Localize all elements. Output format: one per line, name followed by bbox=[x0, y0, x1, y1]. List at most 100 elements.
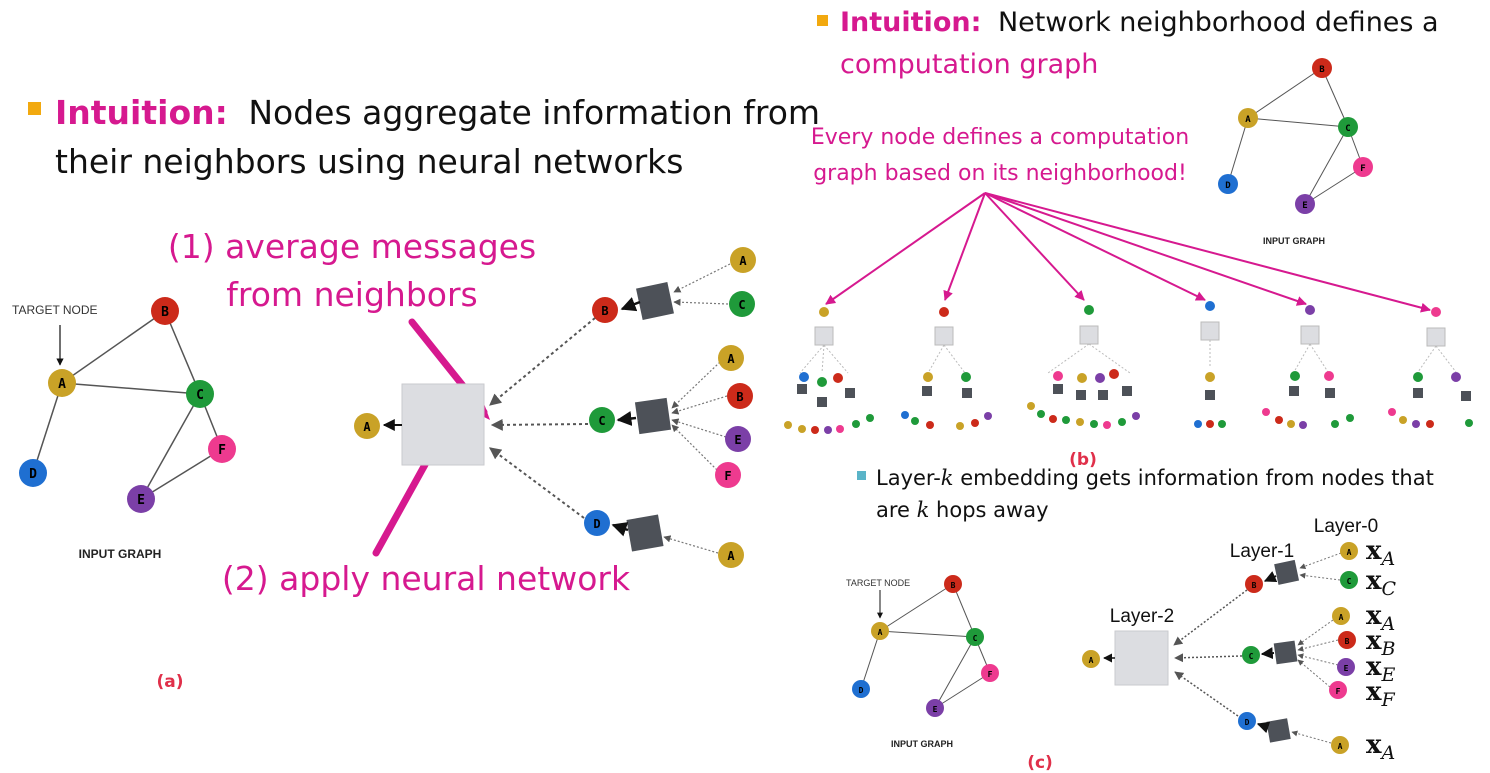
svg-text:B: B bbox=[1345, 637, 1350, 646]
node-e: E bbox=[127, 485, 155, 513]
bullet-c-post: embedding gets information from nodes th… bbox=[954, 466, 1434, 490]
bullet-text-line1: Nodes aggregate information from bbox=[248, 93, 820, 132]
svg-text:B: B bbox=[1252, 581, 1257, 590]
layer0-node-e: E bbox=[725, 426, 751, 452]
node-f: F bbox=[208, 435, 236, 463]
svg-text:A: A bbox=[727, 549, 735, 563]
svg-text:E: E bbox=[734, 433, 741, 447]
panel-a: Intuition: Nodes aggregate information f… bbox=[12, 93, 820, 692]
input-graph-b-label: INPUT GRAPH bbox=[1263, 236, 1325, 246]
svg-text:D: D bbox=[29, 467, 37, 482]
svg-text:Intuition: Network neigh: Intuition: Network neighborhood defines … bbox=[840, 7, 1439, 38]
node-c: C bbox=[186, 380, 214, 408]
target-node-label-c: TARGET NODE bbox=[846, 578, 910, 588]
aggregation-box-c bbox=[1114, 630, 1169, 686]
svg-text:D: D bbox=[859, 686, 864, 695]
bullet-keyword-b: Intuition: bbox=[840, 7, 981, 38]
svg-text:B: B bbox=[951, 581, 956, 590]
callout-b-line1: Every node defines a computation bbox=[811, 125, 1189, 150]
layer0-node-f: F bbox=[715, 462, 741, 488]
layer2-label: Layer-2 bbox=[1110, 606, 1174, 627]
svg-text:F: F bbox=[1336, 687, 1341, 696]
feature-labels: xA xC xA xB xE xF xA bbox=[1366, 536, 1397, 764]
svg-text:A: A bbox=[1339, 613, 1344, 622]
layer1-node-d: D bbox=[584, 510, 610, 536]
layer0-label: Layer-0 bbox=[1314, 516, 1378, 537]
mini-tree-f bbox=[1388, 307, 1473, 428]
mini-tree-b bbox=[901, 307, 992, 430]
callout-apply-nn: (2) apply neural network bbox=[222, 559, 631, 598]
panel-b-label: (b) bbox=[1069, 450, 1097, 470]
layer1-node-c: C bbox=[589, 407, 615, 433]
mini-tree-e bbox=[1262, 305, 1354, 429]
svg-text:C: C bbox=[1249, 652, 1254, 661]
nn-box-c-c bbox=[1273, 640, 1298, 665]
panel-c-label: (c) bbox=[1027, 753, 1053, 773]
bullet-c-line2-pre: are bbox=[876, 498, 917, 522]
svg-text:are k hops away: are k hops away bbox=[876, 498, 1049, 522]
mini-tree-c bbox=[1027, 305, 1140, 429]
svg-text:B: B bbox=[1319, 65, 1325, 75]
nn-box-d bbox=[626, 514, 664, 552]
mini-tree-a bbox=[784, 307, 874, 434]
x-label-3: xA bbox=[1366, 601, 1395, 635]
bullet-keyword: Intuition: bbox=[55, 93, 228, 132]
layer1-node-b: B bbox=[592, 297, 618, 323]
svg-text:A: A bbox=[878, 628, 883, 637]
svg-text:B: B bbox=[736, 390, 743, 404]
svg-text:D: D bbox=[593, 517, 600, 531]
callout-arrow-2 bbox=[372, 448, 436, 557]
svg-text:A: A bbox=[727, 352, 735, 366]
nn-box-c-d bbox=[1266, 718, 1291, 743]
bullet-square-icon bbox=[28, 102, 41, 115]
layer0-node-c: C bbox=[729, 291, 755, 317]
input-graph-c: TARGET NODE A B C D E F INPUT GRAPH bbox=[846, 575, 999, 749]
fan-arrows bbox=[825, 192, 1431, 313]
bullet-square-icon-b bbox=[817, 15, 828, 26]
bullet-c-line2-k: k bbox=[917, 498, 930, 522]
x-label-4: xB bbox=[1366, 626, 1396, 660]
bullet-text-line2: their neighbors using neural networks bbox=[55, 142, 683, 181]
svg-text:Layer-k embedding gets informa: Layer-k embedding gets information from … bbox=[876, 466, 1434, 490]
computation-graph-a: A B C D A C A B E F A bbox=[354, 247, 756, 568]
svg-text:A: A bbox=[1347, 548, 1352, 557]
svg-text:D: D bbox=[1225, 181, 1231, 191]
svg-text:E: E bbox=[933, 705, 938, 714]
svg-text:Intuition: Nodes aggrega: Intuition: Nodes aggregate information f… bbox=[55, 93, 820, 132]
layer0-node-b: B bbox=[727, 383, 753, 409]
bullet-c-pre: Layer- bbox=[876, 466, 941, 490]
svg-text:C: C bbox=[973, 634, 978, 643]
x-label-6: xF bbox=[1366, 677, 1396, 711]
bullet-text-b-line1: Network neighborhood defines a bbox=[998, 7, 1439, 38]
layer0-node-a2: A bbox=[718, 345, 744, 371]
bullet-square-icon-c bbox=[857, 471, 866, 480]
panel-a-label: (a) bbox=[156, 672, 183, 692]
bullet-c-line2-post: hops away bbox=[929, 498, 1048, 522]
svg-text:E: E bbox=[137, 493, 145, 508]
mini-tree-d bbox=[1194, 301, 1226, 428]
svg-text:F: F bbox=[218, 443, 226, 458]
panel-c: Layer-k embedding gets information from … bbox=[846, 466, 1434, 773]
nn-box-c bbox=[634, 397, 672, 435]
svg-text:C: C bbox=[1347, 577, 1352, 586]
input-graph-label: INPUT GRAPH bbox=[79, 547, 162, 561]
x-label-1: xA bbox=[1366, 536, 1395, 570]
svg-text:C: C bbox=[598, 414, 605, 428]
svg-text:A: A bbox=[1338, 742, 1343, 751]
svg-text:D: D bbox=[1245, 718, 1250, 727]
nn-box-c-b bbox=[1274, 559, 1300, 585]
svg-text:A: A bbox=[58, 377, 66, 392]
svg-text:A: A bbox=[1245, 115, 1251, 125]
node-b: B bbox=[151, 297, 179, 325]
layer1-label: Layer-1 bbox=[1230, 541, 1294, 562]
svg-text:F: F bbox=[724, 469, 731, 483]
x-label-7: xA bbox=[1366, 730, 1395, 764]
node-d: D bbox=[19, 459, 47, 487]
target-node-label: TARGET NODE bbox=[12, 303, 98, 317]
nn-box-b bbox=[636, 282, 674, 320]
svg-text:B: B bbox=[161, 305, 169, 320]
layer0-node-a1: A bbox=[730, 247, 756, 273]
node-a: A bbox=[48, 369, 76, 397]
callout-average-line2: from neighbors bbox=[226, 275, 477, 314]
